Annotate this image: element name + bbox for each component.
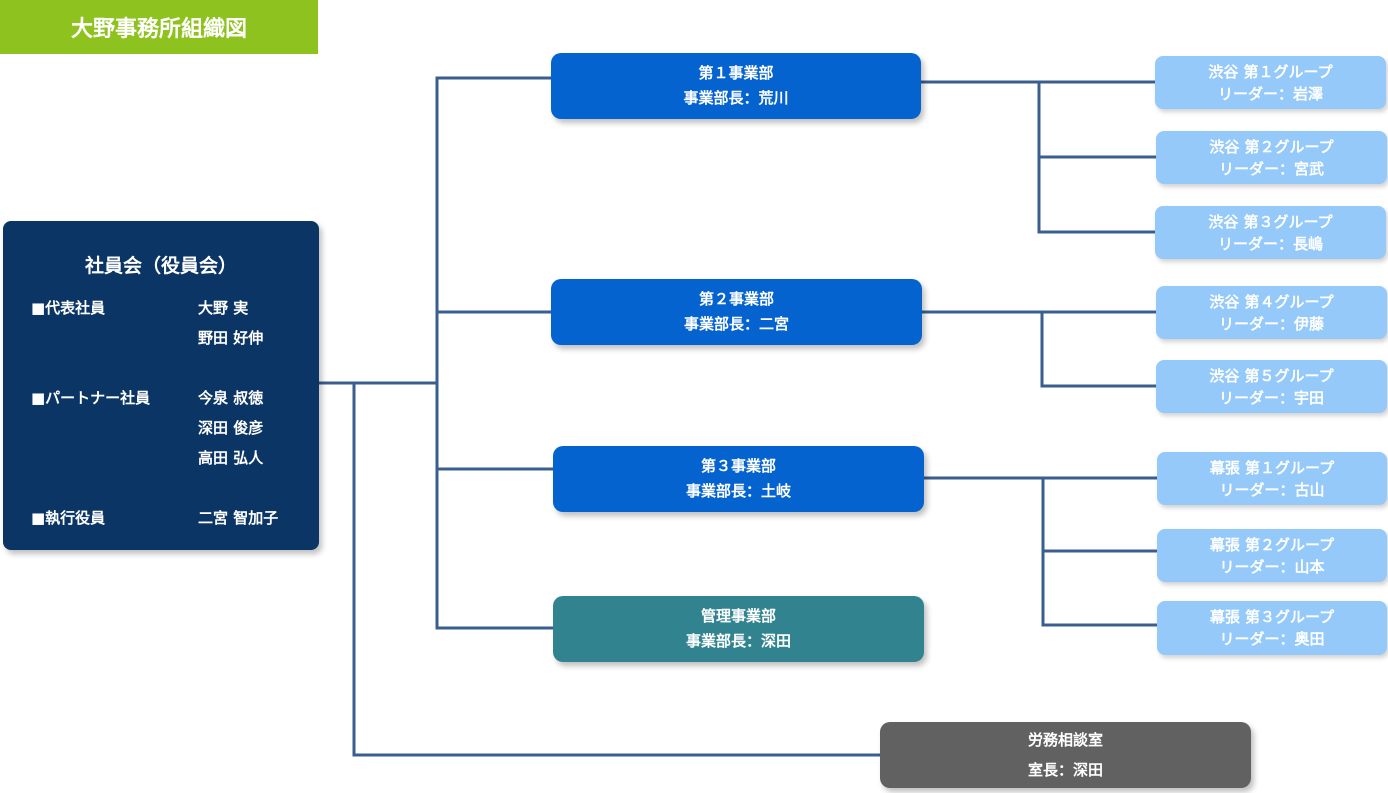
group-box-makuhari-2: 幕張 第２グループ リーダー：山本: [1157, 529, 1387, 582]
group-box-shibuya-3: 渋谷 第３グループ リーダー：長嶋: [1155, 206, 1386, 259]
labor-room-head: 室長：深田: [1027, 761, 1103, 779]
division-box-management: 管理事業部 事業部長：深田: [553, 596, 924, 662]
division-box-3: 第３事業部 事業部長：土岐: [553, 446, 924, 512]
group-name: 渋谷 第１グループ: [1208, 62, 1333, 81]
chart-title: 大野事務所組織図: [0, 0, 318, 54]
group-name: 渋谷 第２グループ: [1209, 137, 1334, 156]
role-label-executive: ■執行役員: [31, 509, 106, 527]
labor-room-name: 労務相談室: [1027, 731, 1103, 749]
division-name: 第２事業部: [698, 290, 774, 308]
division-name: 第１事業部: [698, 64, 774, 82]
member-name: 今泉 叔徳: [198, 389, 264, 407]
division-box-1: 第１事業部 事業部長：荒川: [551, 53, 921, 119]
member-name: 野田 好伸: [198, 329, 264, 347]
role-label-partner: ■パートナー社員: [31, 389, 151, 407]
group-name: 幕張 第１グループ: [1209, 458, 1335, 477]
division-head: 事業部長：二宮: [683, 315, 789, 333]
division-head: 事業部長：深田: [685, 632, 791, 650]
division-name: 第３事業部: [700, 457, 776, 475]
group-box-shibuya-1: 渋谷 第１グループ リーダー：岩澤: [1155, 56, 1386, 109]
member-name: 深田 俊彦: [198, 419, 264, 437]
group-name: 渋谷 第４グループ: [1209, 292, 1334, 311]
board-box: 社員会（役員会） ■代表社員 大野 実 野田 好伸 ■パートナー社員 今泉 叔徳…: [3, 221, 319, 550]
group-box-makuhari-1: 幕張 第１グループ リーダー：古山: [1157, 452, 1387, 505]
group-leader: リーダー：長嶋: [1217, 234, 1323, 253]
member-name: 高田 弘人: [198, 449, 264, 467]
group-leader: リーダー：宮武: [1218, 159, 1324, 178]
group-name: 渋谷 第３グループ: [1208, 212, 1333, 231]
labor-room-box: 労務相談室 室長：深田: [880, 722, 1251, 788]
group-leader: リーダー：岩澤: [1217, 84, 1323, 103]
group-leader: リーダー：奥田: [1219, 630, 1325, 648]
division-name: 管理事業部: [700, 607, 776, 625]
group-box-shibuya-2: 渋谷 第２グループ リーダー：宮武: [1156, 131, 1387, 184]
board-title: 社員会（役員会）: [84, 255, 237, 277]
group-name: 幕張 第３グループ: [1209, 608, 1335, 626]
group-box-shibuya-4: 渋谷 第４グループ リーダー：伊藤: [1156, 286, 1387, 339]
division-box-2: 第２事業部 事業部長：二宮: [551, 279, 922, 345]
group-leader: リーダー：古山: [1219, 480, 1325, 499]
group-name: 幕張 第２グループ: [1209, 535, 1335, 554]
group-leader: リーダー：伊藤: [1218, 314, 1324, 333]
division-head: 事業部長：土岐: [685, 482, 791, 500]
group-leader: リーダー：宇田: [1218, 388, 1324, 407]
group-box-makuhari-3: 幕張 第３グループ リーダー：奥田: [1157, 601, 1387, 655]
role-label-representative: ■代表社員: [31, 299, 106, 317]
group-leader: リーダー：山本: [1219, 557, 1325, 576]
group-name: 渋谷 第５グループ: [1209, 366, 1334, 385]
group-box-shibuya-5: 渋谷 第５グループ リーダー：宇田: [1156, 360, 1387, 413]
member-name: 大野 実: [198, 299, 249, 317]
member-name: 二宮 智加子: [198, 509, 279, 527]
division-head: 事業部長：荒川: [683, 89, 789, 107]
